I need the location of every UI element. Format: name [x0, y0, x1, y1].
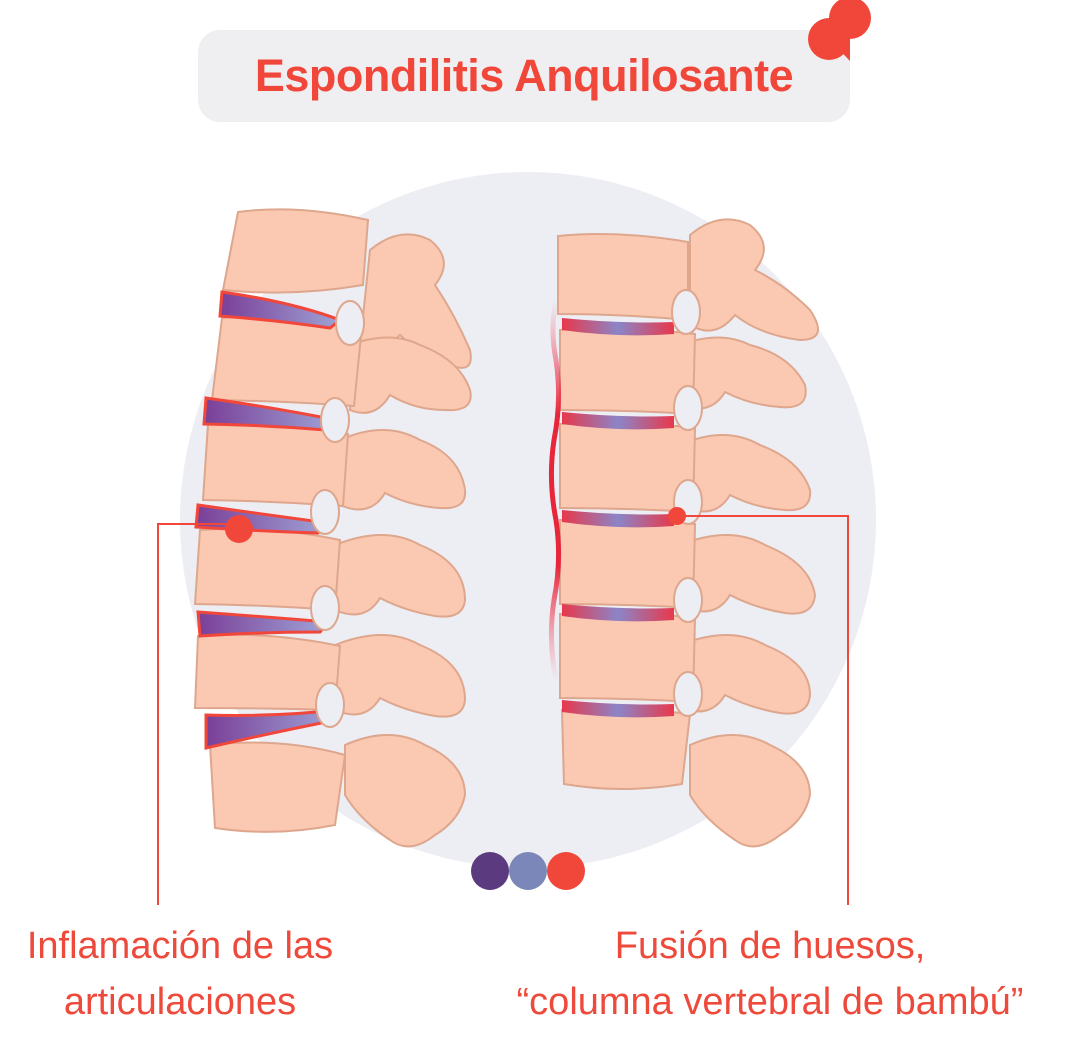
right-spine-processes — [678, 218, 819, 848]
label-fusion: Fusión de huesos, “columna vertebral de … — [470, 918, 1070, 1030]
right-disc-2 — [562, 412, 674, 430]
left-vertebra-6 — [208, 741, 347, 833]
label-fusion-line-2: “columna vertebral de bambú” — [516, 981, 1024, 1023]
title-pin-icon-dot — [808, 18, 850, 60]
right-disc-5 — [562, 700, 674, 718]
right-callout-marker — [668, 507, 686, 525]
indicator-dot-red-icon — [547, 852, 585, 890]
left-vertebra-1 — [221, 208, 370, 294]
right-vertebra-1 — [557, 233, 689, 322]
title-pill — [198, 30, 850, 122]
right-disc-3 — [562, 510, 674, 528]
right-vertebra-6 — [560, 707, 692, 790]
label-inflammation-line-1: Inflamación de las — [26, 925, 334, 967]
left-callout-line — [157, 523, 232, 905]
left-callout-marker — [225, 515, 253, 543]
left-spine-processes — [334, 233, 472, 848]
left-foramina — [310, 300, 365, 728]
page-title: Espondilitis Anquilosante — [254, 50, 794, 101]
left-disc-1 — [218, 290, 343, 330]
right-discs — [562, 318, 674, 718]
indicator-dot-blue-icon — [509, 852, 547, 890]
right-disc-4 — [562, 604, 674, 622]
left-spine — [193, 208, 472, 848]
label-fusion-line-1: Fusión de huesos, — [614, 925, 926, 967]
right-spine — [557, 218, 819, 848]
right-disc-1 — [562, 318, 674, 336]
right-fusion-line — [548, 299, 562, 681]
label-inflammation: Inflamación de las articulaciones — [0, 918, 360, 1030]
right-foramina — [671, 289, 703, 717]
indicator-dot-purple-icon — [471, 852, 509, 890]
right-callout-line — [683, 515, 849, 905]
label-inflammation-line-2: articulaciones — [63, 981, 297, 1023]
